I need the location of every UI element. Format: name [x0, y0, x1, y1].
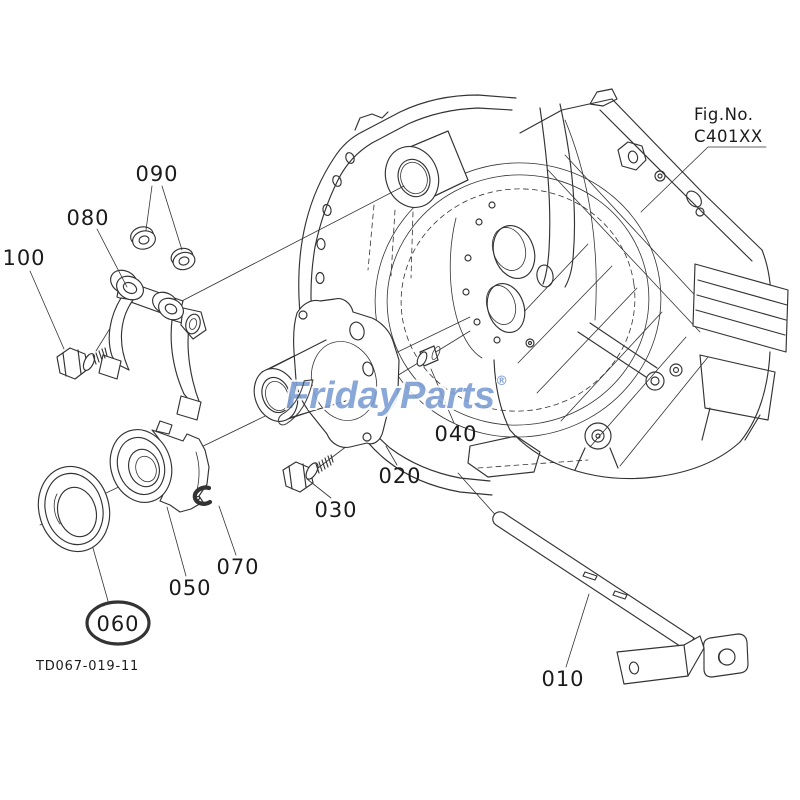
drawing-number: TD067-019-11: [36, 659, 140, 674]
part-callout-050[interactable]: 050: [168, 576, 212, 600]
selected-part-highlight-ellipse: [85, 600, 151, 646]
part-callout-030[interactable]: 030: [314, 498, 358, 522]
part-callout-010[interactable]: 010: [541, 667, 585, 691]
part-callout-100[interactable]: 100: [2, 246, 46, 270]
part-070-clip-art: [192, 485, 213, 506]
figure-reference-value: C401XX: [694, 127, 763, 146]
figure-reference: Fig.No. C401XX: [694, 104, 763, 148]
part-060-seal-ring-art: [37, 465, 111, 553]
part-100-bolt-art: [56, 347, 108, 380]
part-callout-020[interactable]: 020: [378, 464, 422, 488]
figure-reference-label: Fig.No.: [694, 105, 754, 124]
part-callout-040[interactable]: 040: [434, 422, 478, 446]
part-010-lever-rod-art: [492, 511, 749, 685]
part-080-fork-art: [98, 269, 207, 421]
leader-lines: [29, 146, 767, 668]
fig-no-leader-line: [640, 146, 767, 213]
part-050-release-bearing-art: [109, 420, 210, 513]
part-callout-070[interactable]: 070: [216, 555, 260, 579]
clutch-housing-art: [298, 94, 662, 496]
part-090-washers-art: [130, 226, 196, 271]
part-callout-090[interactable]: 090: [135, 162, 179, 186]
part-040-pin-art: [416, 345, 441, 367]
part-030-bolt-art: [282, 454, 334, 493]
part-callout-080[interactable]: 080: [66, 206, 110, 230]
part-020-bearing-holder-art: [253, 298, 400, 448]
part-callout-060[interactable]: 060: [96, 612, 140, 636]
